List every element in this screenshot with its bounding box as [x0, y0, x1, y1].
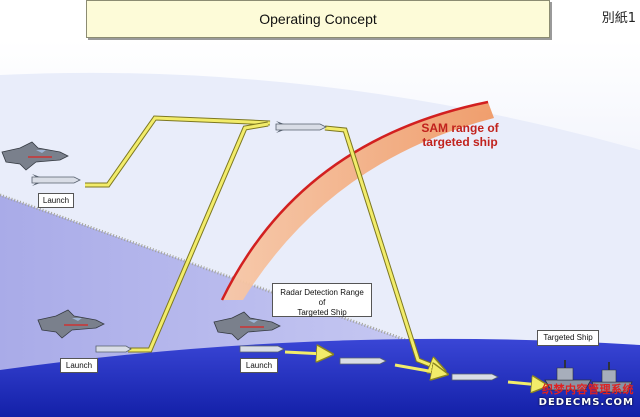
fighter-jet-icon [37, 309, 105, 339]
radar-horizon-line [0, 193, 421, 347]
missile-icon [339, 357, 387, 365]
missile-icon [275, 121, 327, 133]
targeted-ship-label: Targeted Ship [537, 330, 599, 346]
missile-icon [31, 174, 81, 186]
page-title: Operating Concept [86, 0, 550, 38]
warship-icon [591, 362, 633, 393]
warship-icon [544, 360, 592, 391]
sam-label-line2: targeted ship [422, 135, 498, 149]
radar-detection-label: Radar Detection Range of Targeted Ship [272, 283, 372, 317]
watermark: 织梦内容管理系统 DEDECMS.COM [539, 381, 634, 408]
attachment-number: 別紙1 [601, 11, 636, 26]
missile-icon [95, 345, 132, 353]
launch-label-left: Launch [60, 358, 98, 373]
watermark-line2: DEDECMS.COM [538, 397, 634, 408]
sam-label-line1: SAM range of [421, 121, 499, 135]
sam-range-label: SAM range of targeted ship [410, 121, 510, 149]
fighter-jet-icon [213, 311, 281, 341]
flight-path-1 [85, 116, 271, 187]
watermark-line1: 织梦内容管理系统 [542, 383, 634, 396]
missile-icon [239, 345, 285, 353]
arrow-icon [394, 365, 440, 373]
sam-range-band [222, 102, 494, 300]
dive-path [324, 126, 438, 368]
fighter-jet-icon [1, 141, 69, 171]
launch-label-air: Launch [38, 193, 74, 208]
sam-range-edge [220, 100, 489, 301]
radar-label-line1: Radar Detection Range of [280, 288, 364, 307]
radar-label-line2: Targeted Ship [297, 308, 347, 317]
flight-path-2 [128, 122, 269, 352]
missile-icon [451, 373, 499, 381]
sea-skim-arrows [284, 352, 540, 385]
arrow-icon [507, 382, 540, 385]
arrow-icon [284, 352, 325, 354]
sea-surface [0, 338, 640, 417]
launch-label-center: Launch [240, 358, 278, 373]
